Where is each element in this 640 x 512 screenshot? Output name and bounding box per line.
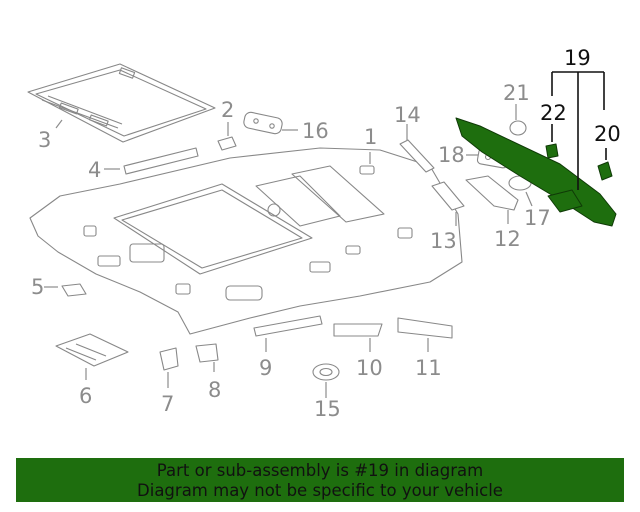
- callout-21: 21: [503, 81, 530, 105]
- callout-8: 8: [208, 378, 221, 402]
- part-11-bracket: [397, 317, 453, 339]
- part-21-knob: [509, 120, 527, 136]
- part-1-headliner: [29, 147, 463, 335]
- callout-14: 14: [394, 103, 421, 127]
- callout-18: 18: [438, 143, 465, 167]
- callout-13: 13: [430, 229, 457, 253]
- callout-10: 10: [356, 356, 383, 380]
- callout-11: 11: [415, 356, 442, 380]
- banner-line-1: Part or sub-assembly is #19 in diagram: [156, 461, 484, 480]
- part-14-strip: [399, 139, 435, 173]
- callout-1: 1: [364, 125, 377, 149]
- callout-2: 2: [221, 98, 234, 122]
- callout-16: 16: [302, 119, 329, 143]
- part-2-clip: [217, 136, 237, 151]
- callout-5: 5: [31, 275, 44, 299]
- part-20-clip: [597, 161, 613, 181]
- callout-6: 6: [79, 384, 92, 408]
- part-19-roof-rail: [455, 117, 617, 227]
- leader-lines: [44, 104, 533, 398]
- callout-19: 19: [564, 46, 591, 70]
- part-4-strip: [123, 147, 199, 175]
- part-9-strip: [253, 315, 323, 337]
- part-12-bracket: [465, 175, 519, 211]
- callout-15: 15: [314, 397, 341, 421]
- callout-9: 9: [259, 356, 272, 380]
- callout-17: 17: [524, 206, 551, 230]
- callout-3: 3: [38, 128, 51, 152]
- callout-22: 22: [540, 101, 567, 125]
- part-3-panel: [27, 63, 216, 143]
- part-7-clip: [159, 347, 179, 371]
- part-10-bar: [333, 323, 383, 337]
- callout-4: 4: [88, 158, 101, 182]
- part-15-cap: [312, 363, 340, 381]
- callout-7: 7: [161, 392, 174, 416]
- banner-line-2: Diagram may not be specific to your vehi…: [137, 481, 503, 500]
- part-6-tray: [55, 333, 129, 367]
- leader-lines-highlight: [551, 71, 607, 190]
- part-5-clip: [61, 283, 87, 297]
- part-8-clip: [195, 343, 219, 363]
- callout-20: 20: [594, 122, 621, 146]
- part-13-bar: [431, 181, 465, 211]
- part-22-cap: [545, 143, 559, 159]
- notice-banner: Part or sub-assembly is #19 in diagram D…: [16, 458, 624, 502]
- part-16-plate: [243, 111, 283, 135]
- callout-12: 12: [494, 227, 521, 251]
